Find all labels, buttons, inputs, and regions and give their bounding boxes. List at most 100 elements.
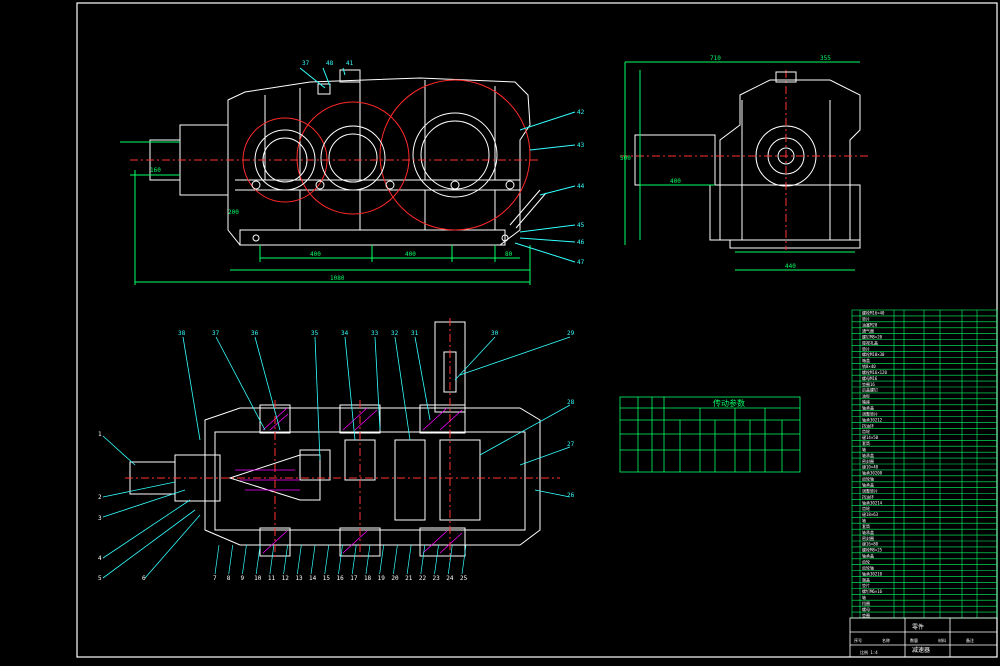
scale-label: 比例 1:4 [860, 649, 878, 655]
ref-20: 20 [391, 575, 399, 582]
ref-30: 30 [491, 330, 499, 337]
ref-16: 16 [337, 575, 345, 582]
ref-24: 24 [446, 575, 454, 582]
title-footer-labels: 序号名称数量材料备注 [854, 637, 974, 643]
parts-list-item: 齿轮 [862, 505, 870, 511]
ref-32: 32 [391, 330, 399, 337]
bottom-ref-leader [228, 544, 234, 575]
ref-14: 14 [309, 575, 317, 582]
parts-list-item: 箱盖 [862, 357, 870, 363]
ref-46: 46 [577, 239, 585, 246]
ref-27: 27 [567, 441, 575, 448]
ref-7: 7 [213, 575, 217, 582]
parts-list-item: 销8×40 [862, 363, 876, 369]
front-view [120, 67, 576, 285]
parts-list-item: 垫圈16 [862, 381, 875, 387]
ref-15: 15 [323, 575, 331, 582]
parts-list-item: 密封圈 [862, 535, 874, 541]
bottom-ref-leader [255, 544, 261, 575]
parts-list-item: 轴承30208 [862, 470, 883, 476]
ref-22: 22 [419, 575, 427, 582]
parts-list-item: 螺栓M8×25 [862, 547, 883, 553]
parts-list-item: 轴承盖 [862, 529, 874, 535]
parts-list-item: 轴承30214 [862, 499, 883, 505]
ref-37: 37 [302, 60, 310, 67]
parts-list-item: 齿轮轴 [862, 476, 874, 482]
title-block [849, 617, 998, 658]
ref-29: 29 [567, 330, 575, 337]
ref-9: 9 [240, 575, 244, 582]
parts-list-item: 垫圈 [862, 612, 870, 618]
dim-base-side: 440 [785, 263, 796, 270]
parts-list-item: 调整垫片 [862, 410, 878, 416]
footer-label: 数量 [910, 637, 918, 643]
ref-42: 42 [577, 109, 585, 116]
bottom-ref-leader [393, 544, 398, 575]
parts-list-item: 通气器 [862, 327, 874, 333]
ref-13: 13 [295, 575, 303, 582]
footer-label: 备注 [966, 637, 974, 643]
parts-list-item: 轴承盖 [862, 553, 874, 559]
parts-list-item: 套筒 [862, 440, 870, 446]
footer-label: 名称 [882, 637, 890, 643]
bottom-ref-leader [269, 544, 275, 575]
title-cell: 零件 [912, 623, 924, 631]
ref-48: 48 [326, 60, 334, 67]
dim-top-b: 355 [820, 55, 831, 62]
parts-list-item: 螺钉M8×20 [862, 333, 883, 339]
parts-list-item: 键16×80 [862, 541, 879, 547]
dim-span-c: 80 [505, 251, 513, 258]
parts-list-item: 轴 [862, 594, 866, 600]
parts-list-item: 螺栓M10×30 [862, 351, 885, 357]
ref-8: 8 [227, 575, 231, 582]
side-view [620, 61, 870, 271]
parts-list-item: 轴承盖 [862, 452, 874, 458]
parts-list-item: 启盖螺钉 [862, 387, 878, 393]
parts-list-item: 挡油环 [862, 493, 874, 499]
dim-shaft: 160 [150, 167, 161, 174]
parts-list-item: 键14×50 [862, 434, 879, 440]
parts-list-item: 套筒 [862, 523, 870, 529]
dim-top-a: 710 [710, 55, 721, 62]
ref-33: 33 [371, 330, 379, 337]
dim-height-side: 500 [620, 155, 631, 162]
plan-view [102, 318, 571, 579]
ref-12: 12 [282, 575, 290, 582]
ref-36: 36 [251, 330, 259, 337]
bottom-ref-leader [434, 544, 439, 575]
parts-list-item: 垫片 [862, 582, 870, 588]
footer-label: 序号 [854, 637, 862, 643]
ref-45: 45 [577, 222, 585, 229]
drawing-name: 减速器 [912, 646, 930, 654]
parts-list-item: 轴 [862, 517, 866, 523]
parts-list-item: 挡圈 [862, 600, 870, 606]
parts-list-item: 轴承盖 [862, 404, 874, 410]
ref-3: 3 [98, 515, 102, 522]
dim-span-a: 400 [310, 251, 321, 258]
ref-26: 26 [567, 492, 575, 499]
bottom-ref-leader [242, 544, 247, 575]
ref-25: 25 [460, 575, 468, 582]
bottom-ref-leader [310, 544, 316, 575]
ref-44: 44 [577, 183, 585, 190]
parts-list-item: 键10×40 [862, 464, 879, 470]
parts-list-item: 轴承盖 [862, 481, 874, 487]
ref-5: 5 [98, 575, 102, 582]
bottom-ref-leader [379, 544, 385, 575]
ref-17: 17 [350, 575, 358, 582]
bottom-ref-leader [324, 544, 330, 575]
ref-41: 41 [346, 60, 354, 67]
bottom-ref-leader [351, 544, 357, 575]
parts-list-item: 螺母M16 [862, 375, 878, 381]
parts-list-item: 垫片 [862, 316, 870, 322]
parts-list-item: 齿轮 [862, 428, 870, 434]
ref-4: 4 [98, 555, 102, 562]
bottom-ref-leader [365, 544, 371, 575]
ref-34: 34 [341, 330, 349, 337]
bottom-ref-leader [406, 544, 412, 575]
bottom-ref-leader [447, 544, 453, 575]
side-view-labels: 710 355 500 400 440 [620, 55, 831, 270]
dim-mid-side: 400 [670, 178, 681, 185]
plan-view-labels: 1 2 3 4 5 6 38 37 36 35 34 33 32 31 30 2… [98, 330, 575, 582]
